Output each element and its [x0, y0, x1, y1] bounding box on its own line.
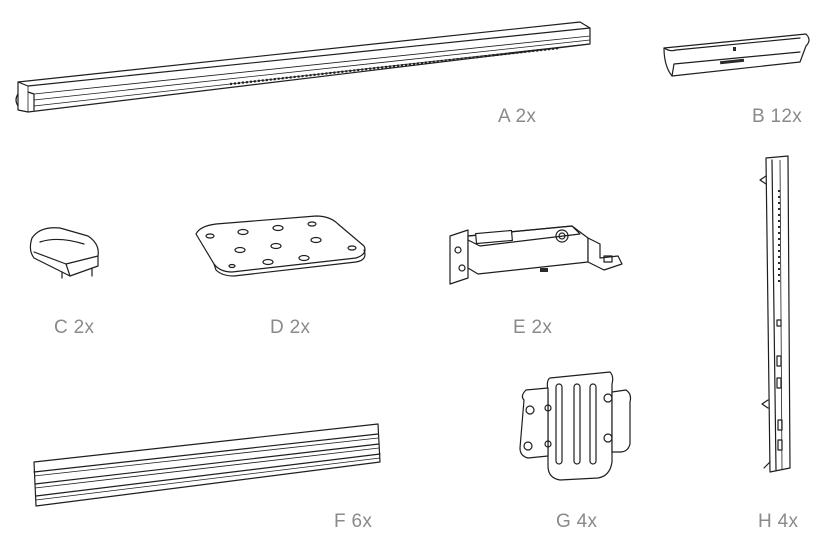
rail-clip-icon [663, 33, 810, 77]
part-g-label: G 4x [556, 511, 598, 532]
vertical-strut-icon [759, 155, 791, 473]
bracket-arm-icon [449, 225, 623, 285]
adapter-plate-icon [519, 371, 632, 481]
part-a-label: A 2x [498, 106, 537, 127]
mounting-plate-icon [195, 215, 366, 277]
part-b-label: B 12x [752, 106, 803, 127]
part-e-label: E 2x [513, 317, 553, 338]
part-c-label: C 2x [54, 317, 95, 338]
end-cap-icon [29, 227, 99, 279]
long-rail-icon [15, 21, 591, 113]
part-f-label: F 6x [334, 511, 373, 532]
part-h-label: H 4x [758, 511, 799, 532]
flat-profile-bar-icon [33, 423, 381, 507]
part-d-label: D 2x [270, 317, 311, 338]
